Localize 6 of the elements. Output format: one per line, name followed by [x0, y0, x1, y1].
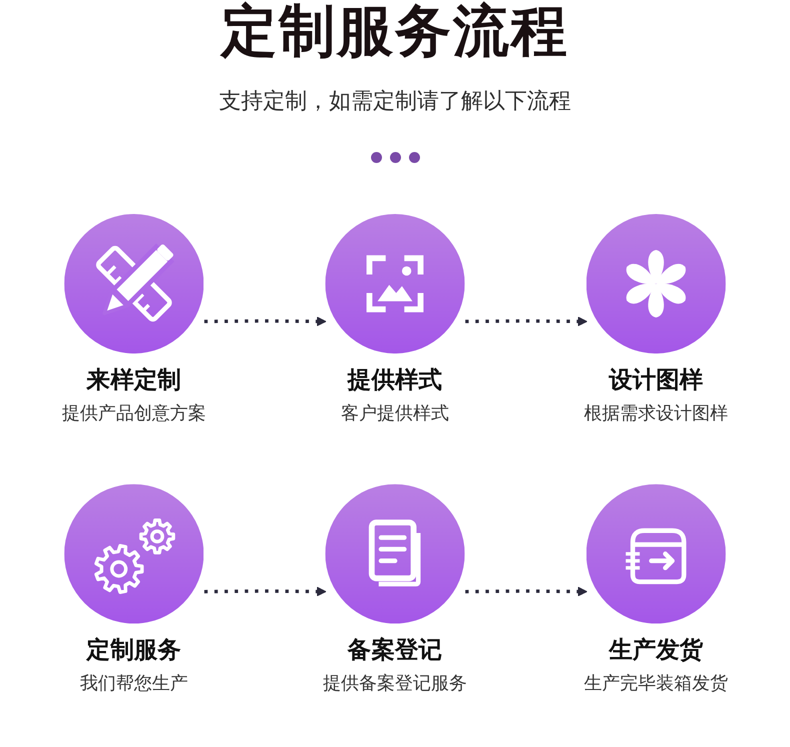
- arrow: [204, 586, 326, 596]
- subtitle: 支持定制，如需定制请了解以下流程: [219, 88, 571, 116]
- arrow: [465, 316, 588, 326]
- arrow: [204, 316, 326, 326]
- title: 定制服务流程: [221, 2, 569, 62]
- arrow: [465, 586, 588, 596]
